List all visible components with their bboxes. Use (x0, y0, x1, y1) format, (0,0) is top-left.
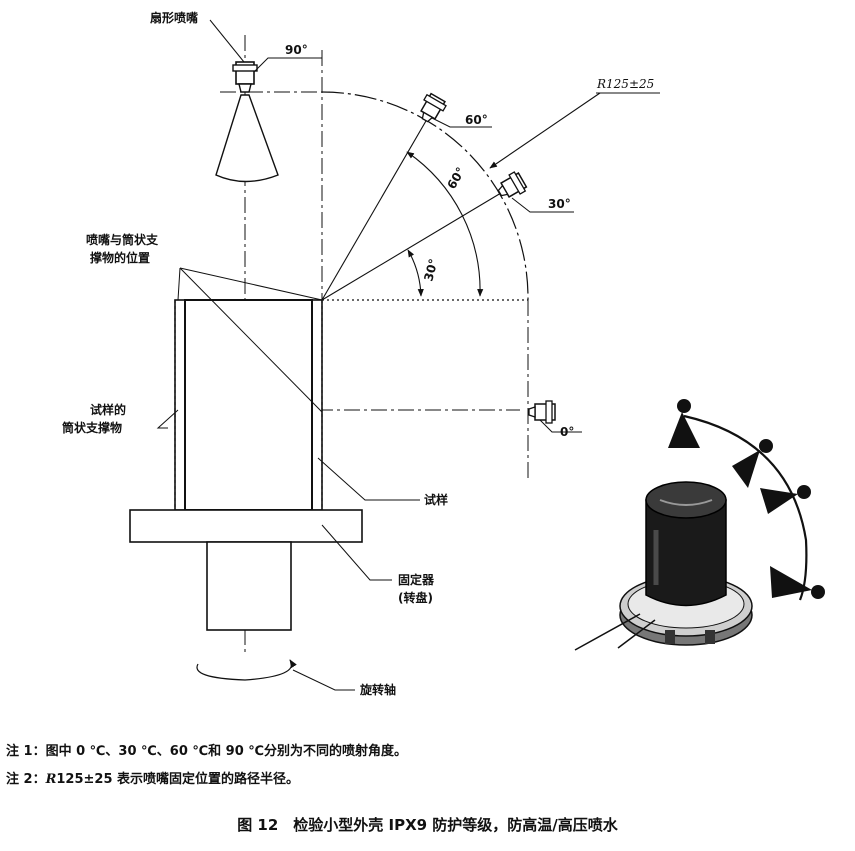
rotation-arrow (196, 659, 297, 681)
fan-spray (215, 94, 279, 183)
label-fixture-2: (转盘) (398, 590, 433, 605)
label-arc-30: 30° (421, 257, 440, 283)
perspective-illustration (574, 399, 825, 651)
label-fan-nozzle: 扇形喷嘴 (150, 10, 198, 25)
label-arc-60: 60° (444, 165, 467, 192)
angle-arc-30 (407, 249, 424, 297)
label-angle-90: 90° (285, 43, 308, 57)
label-radius: R125±25 (596, 77, 654, 91)
label-support-1: 试样的 (90, 402, 126, 417)
test-setup-diagram: 扇形喷嘴 90° 60° 30° 0° 60° 30° R125±25 喷嘴与筒… (62, 10, 825, 697)
label-angle-0: 0° (560, 425, 574, 439)
nozzle-90 (232, 61, 258, 93)
angle-leaders (253, 57, 582, 433)
note-2: 注 2：R125±25 表示喷嘴固定位置的路径半径。 (6, 772, 300, 787)
nozzle-0 (528, 400, 556, 424)
label-leaders (156, 19, 420, 691)
label-angle-30: 30° (548, 197, 571, 211)
label-angle-60: 60° (465, 113, 488, 127)
figure-caption: 图 12 检验小型外壳 IPX9 防护等级，防高温/高压喷水 (237, 816, 618, 834)
nozzle-60 (420, 92, 447, 123)
specimen (184, 299, 313, 511)
turntable (129, 509, 363, 543)
label-fixture-1: 固定器 (398, 572, 435, 587)
nozzle-30 (497, 171, 528, 198)
angle-arc-60 (406, 151, 484, 297)
label-support-2: 筒状支撑物 (62, 420, 122, 435)
jet-lines (321, 113, 507, 301)
radius-leader (489, 92, 601, 169)
label-nozzle-position-2: 撑物的位置 (90, 250, 150, 265)
note-1: 注 1：图中 0 ℃、30 ℃、60 ℃和 90 ℃分别为不同的喷射角度。 (6, 744, 408, 759)
label-rotation-axis: 旋转轴 (359, 682, 396, 697)
nozzle-path-arc (321, 91, 529, 301)
shaft (206, 541, 292, 631)
label-nozzle-position-1: 喷嘴与筒状支 (86, 232, 159, 247)
label-specimen: 试样 (424, 492, 448, 507)
